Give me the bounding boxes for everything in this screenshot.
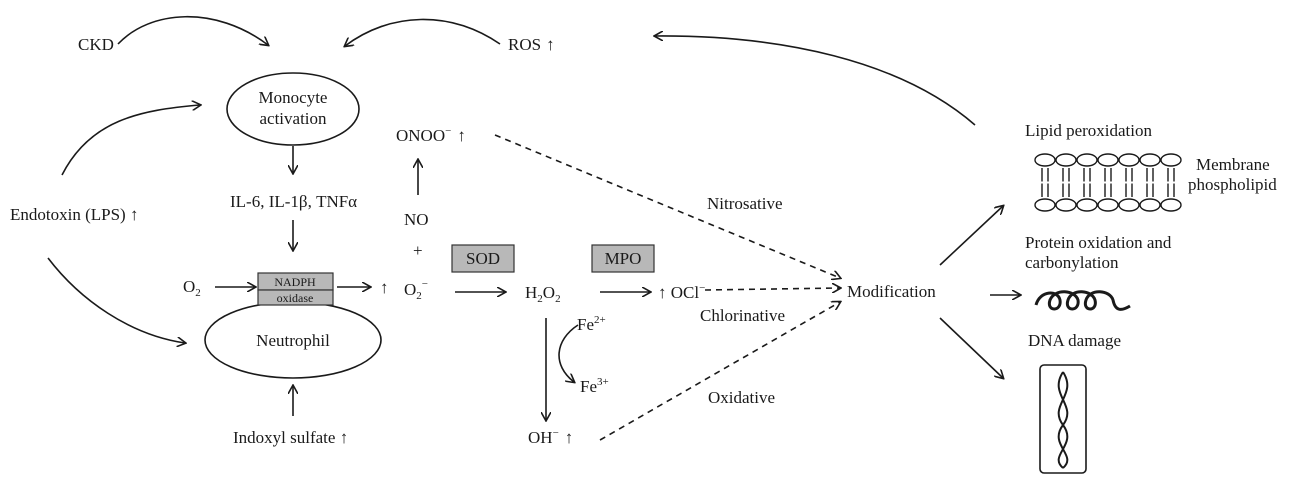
dna-helix-strand-icon xyxy=(1057,371,1069,469)
mpo-label: MPO xyxy=(605,249,642,268)
ros-text: ROS xyxy=(508,35,541,54)
h2o2-o: O xyxy=(543,283,555,302)
no-label: NO xyxy=(404,210,429,229)
mpo-box xyxy=(591,244,655,273)
phospholipid-head xyxy=(1034,153,1056,167)
fe3-text: Fe xyxy=(580,377,597,396)
modification-to-lipid-arrow xyxy=(939,206,1003,266)
oxidative-dashed-arrow xyxy=(599,302,840,441)
onoo-text: ONOO xyxy=(396,126,445,145)
dna-label: DNA damage xyxy=(1028,331,1121,350)
monocyte-label-2: activation xyxy=(259,109,327,128)
fe3-charge: 3+ xyxy=(597,376,609,388)
dna-box xyxy=(1039,364,1087,474)
fe2-label: Fe2+ xyxy=(577,314,606,334)
oxidase-label: oxidase xyxy=(277,291,314,305)
fe3-label: Fe3+ xyxy=(580,376,609,396)
fe-cycle-arrow xyxy=(558,324,579,382)
membrane-label-1: Membrane xyxy=(1196,155,1270,174)
oxidase-box xyxy=(257,289,334,306)
ocl-text: ↑ OCl xyxy=(658,283,699,302)
sod-box xyxy=(451,244,515,273)
nadph-up-arrow: ↑ xyxy=(380,278,389,297)
phospholipid-head xyxy=(1097,153,1119,167)
feedback-to-ros-arrow xyxy=(655,36,976,126)
ros-up-arrow: ↑ xyxy=(546,35,555,54)
monocyte-ellipse xyxy=(226,72,360,146)
oh-text: OH xyxy=(528,428,553,447)
nadph-label: NADPH xyxy=(274,275,316,289)
monocyte-label-1: Monocyte xyxy=(259,88,328,107)
oh-label: OH−↑ xyxy=(528,427,573,447)
modification-to-dna-arrow xyxy=(939,317,1003,378)
superoxide-charge: − xyxy=(422,278,428,290)
oh-charge: − xyxy=(553,427,559,439)
o2-subscript: 2 xyxy=(195,287,201,299)
membrane-label-2: phospholipid xyxy=(1188,175,1277,194)
plus-label: + xyxy=(413,241,423,260)
onoo-label: ONOO−↑ xyxy=(396,125,466,145)
cytokines-label: IL-6, IL-1β, TNFα xyxy=(230,192,357,211)
fe2-text: Fe xyxy=(577,315,594,334)
phospholipid-head xyxy=(1118,153,1140,167)
o2-o: O xyxy=(183,277,195,296)
lipid-label: Lipid peroxidation xyxy=(1025,121,1153,140)
phospholipid-head xyxy=(1034,198,1056,212)
phospholipid-head xyxy=(1160,198,1182,212)
h2o2-label: H2O2 xyxy=(525,283,561,305)
phospholipid-head xyxy=(1055,153,1077,167)
phospholipid-head xyxy=(1076,198,1098,212)
endotoxin-to-neutrophil-arrow xyxy=(47,257,185,343)
indoxyl-label: Indoxyl sulfate ↑ xyxy=(233,428,348,447)
phospholipid-head xyxy=(1055,198,1077,212)
protein-label-2: carbonylation xyxy=(1025,253,1119,272)
endotoxin-label: Endotoxin (LPS) ↑ xyxy=(10,205,138,224)
ros-label: ROS ↑ xyxy=(508,35,555,54)
ocl-label: ↑ OCl− xyxy=(658,282,705,302)
chlorinative-dashed-arrow xyxy=(704,288,840,290)
h2o2-sub1: 2 xyxy=(537,293,543,305)
neutrophil-label: Neutrophil xyxy=(256,331,330,350)
chlorinative-label: Chlorinative xyxy=(700,306,785,325)
superoxide-o: O xyxy=(404,280,416,299)
ckd-label: CKD xyxy=(78,35,114,54)
onoo-up-arrow: ↑ xyxy=(457,126,466,145)
oxidative-label: Oxidative xyxy=(708,388,775,407)
membrane-phospholipid-icon xyxy=(1034,153,1182,212)
oh-up-arrow: ↑ xyxy=(565,428,574,447)
fe2-charge: 2+ xyxy=(594,314,606,326)
h2o2-h: H xyxy=(525,283,537,302)
protein-label-1: Protein oxidation and xyxy=(1025,233,1172,252)
o2-label: O2 xyxy=(183,277,201,299)
ocl-charge: − xyxy=(699,282,705,294)
phospholipid-head xyxy=(1139,198,1161,212)
nitrosative-dashed-arrow xyxy=(494,134,840,278)
nitrosative-label: Nitrosative xyxy=(707,194,783,213)
superoxide-label: O2− xyxy=(404,278,428,302)
phospholipid-head xyxy=(1160,153,1182,167)
phospholipid-head xyxy=(1076,153,1098,167)
protein-coil-icon xyxy=(1034,290,1131,311)
h2o2-sub2: 2 xyxy=(555,293,561,305)
endotoxin-to-monocyte-arrow xyxy=(61,105,200,176)
superoxide-subscript: 2 xyxy=(416,290,422,302)
phospholipid-head xyxy=(1097,198,1119,212)
sod-label: SOD xyxy=(466,249,500,268)
modification-label: Modification xyxy=(847,282,936,301)
onoo-charge: − xyxy=(445,125,451,137)
ros-to-monocyte-arrow xyxy=(345,18,501,46)
phospholipid-head xyxy=(1139,153,1161,167)
phospholipid-head xyxy=(1118,198,1140,212)
ckd-to-monocyte-arrow xyxy=(117,15,268,45)
